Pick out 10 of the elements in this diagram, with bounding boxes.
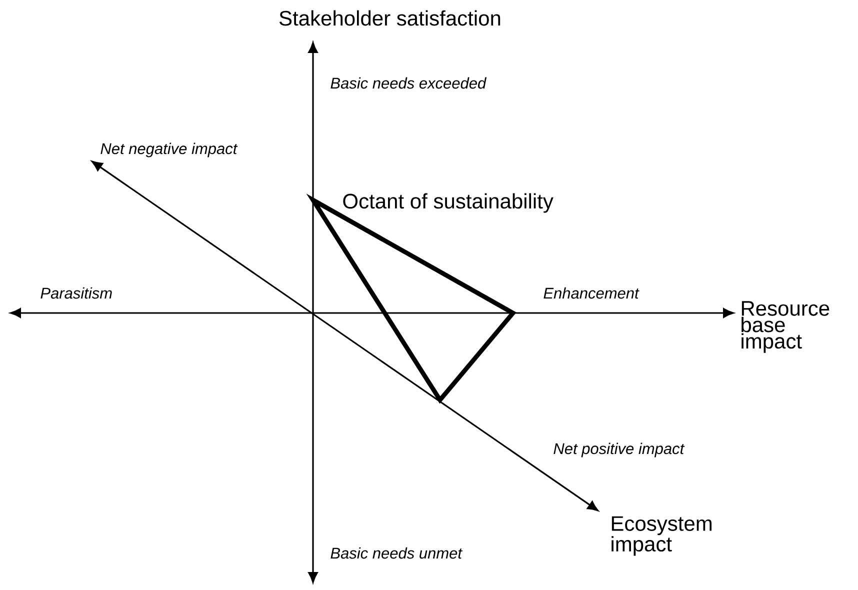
region-label: Octant of sustainability (343, 193, 554, 213)
axis-end-label: Basic needs unmet (330, 547, 463, 559)
axis-title: Resource base impact (742, 301, 830, 353)
axis-end-label: Basic needs exceeded (330, 77, 487, 89)
axis-end-label: Net positive impact (554, 442, 685, 458)
axis-title: Stakeholder satisfaction (279, 10, 500, 26)
axis-end-label: Enhancement (544, 287, 640, 299)
axis-end-label: Net negative impact (100, 142, 238, 158)
axis-title: Ecosystem impact (612, 516, 712, 556)
axis-end-label: Parasitism (40, 287, 112, 299)
